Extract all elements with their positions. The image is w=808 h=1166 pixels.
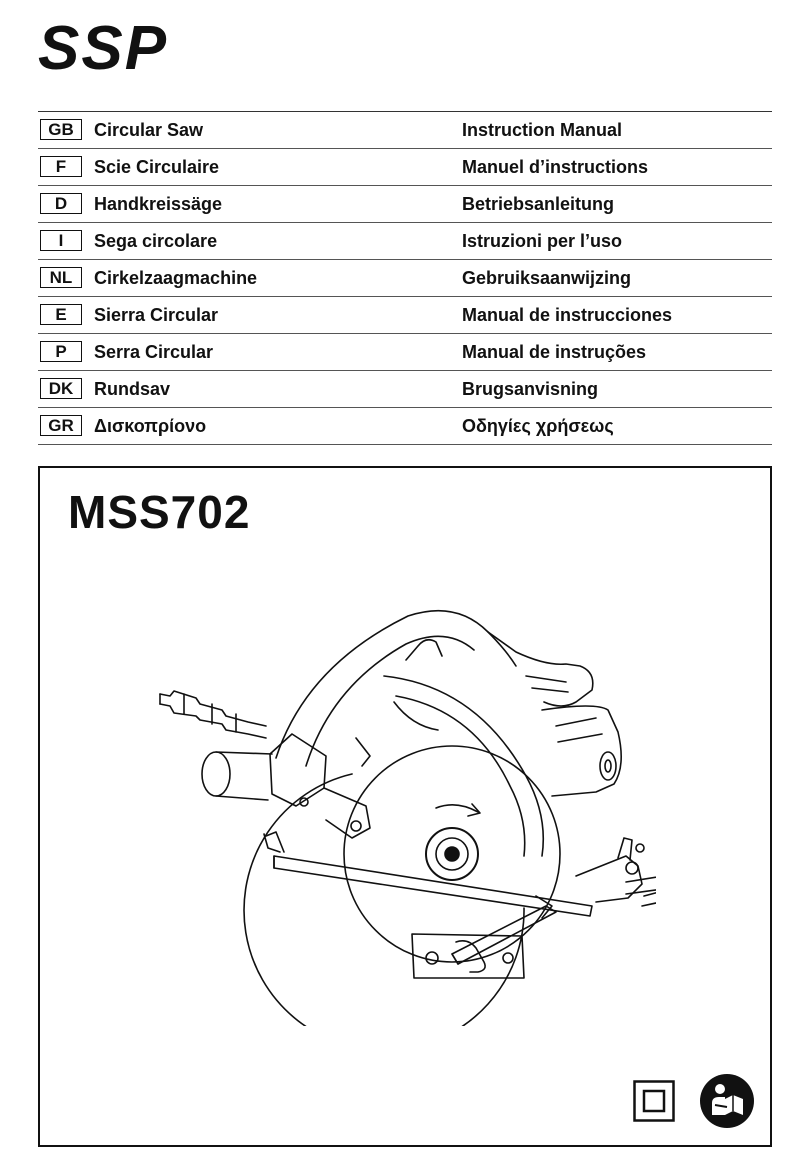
product-frame: MSS702 <box>38 466 772 1147</box>
language-code: DK <box>40 378 82 399</box>
language-row-p: P Serra Circular Manual de instruções <box>38 334 772 371</box>
language-row-e: E Sierra Circular Manual de instruccione… <box>38 297 772 334</box>
language-code: D <box>40 193 82 214</box>
product-name: Sega circolare <box>94 231 218 251</box>
product-name: Serra Circular <box>94 342 214 362</box>
double-insulation-icon <box>633 1080 675 1122</box>
product-name: Rundsav <box>94 379 171 399</box>
language-table: GB Circular Saw Instruction Manual F Sci… <box>38 111 772 445</box>
language-code: I <box>40 230 82 251</box>
manual-title: Οδηγίες χρήσεως <box>462 416 614 436</box>
product-name: Scie Circulaire <box>94 157 220 177</box>
product-name: Δισκοπρίονο <box>94 416 207 436</box>
language-row-dk: DK Rundsav Brugsanvisning <box>38 371 772 408</box>
language-code: F <box>40 156 82 177</box>
product-name: Cirkelzaagmachine <box>94 268 258 288</box>
language-code: P <box>40 341 82 362</box>
product-name: Sierra Circular <box>94 305 219 325</box>
language-row-gr: GR Δισκοπρίονο Οδηγίες χρήσεως <box>38 408 772 445</box>
language-code: NL <box>40 267 82 288</box>
manual-title: Istruzioni per l’uso <box>462 231 623 251</box>
brand-logo: SSP <box>38 14 169 83</box>
manual-title: Brugsanvisning <box>462 379 599 399</box>
manual-title: Manual de instruções <box>462 342 647 362</box>
language-row-f: F Scie Circulaire Manuel d’instructions <box>38 149 772 186</box>
language-code: E <box>40 304 82 325</box>
language-row-nl: NL Cirkelzaagmachine Gebruiksaanwijzing <box>38 260 772 297</box>
language-code: GB <box>40 119 82 140</box>
circular-saw-illustration <box>159 609 656 1026</box>
read-manual-icon <box>700 1074 754 1128</box>
manual-title: Manuel d’instructions <box>462 157 649 177</box>
manual-title: Betriebsanleitung <box>462 194 615 214</box>
product-name: Circular Saw <box>94 120 204 140</box>
product-name: Handkreissäge <box>94 194 223 214</box>
language-row-i: I Sega circolare Istruzioni per l’uso <box>38 223 772 260</box>
manual-title: Manual de instrucciones <box>462 305 673 325</box>
manual-title: Gebruiksaanwijzing <box>462 268 632 288</box>
language-row-gb: GB Circular Saw Instruction Manual <box>38 112 772 149</box>
model-number: MSS702 <box>68 486 251 538</box>
language-code: GR <box>40 415 82 436</box>
language-row-d: D Handkreissäge Betriebsanleitung <box>38 186 772 223</box>
manual-title: Instruction Manual <box>462 120 623 140</box>
